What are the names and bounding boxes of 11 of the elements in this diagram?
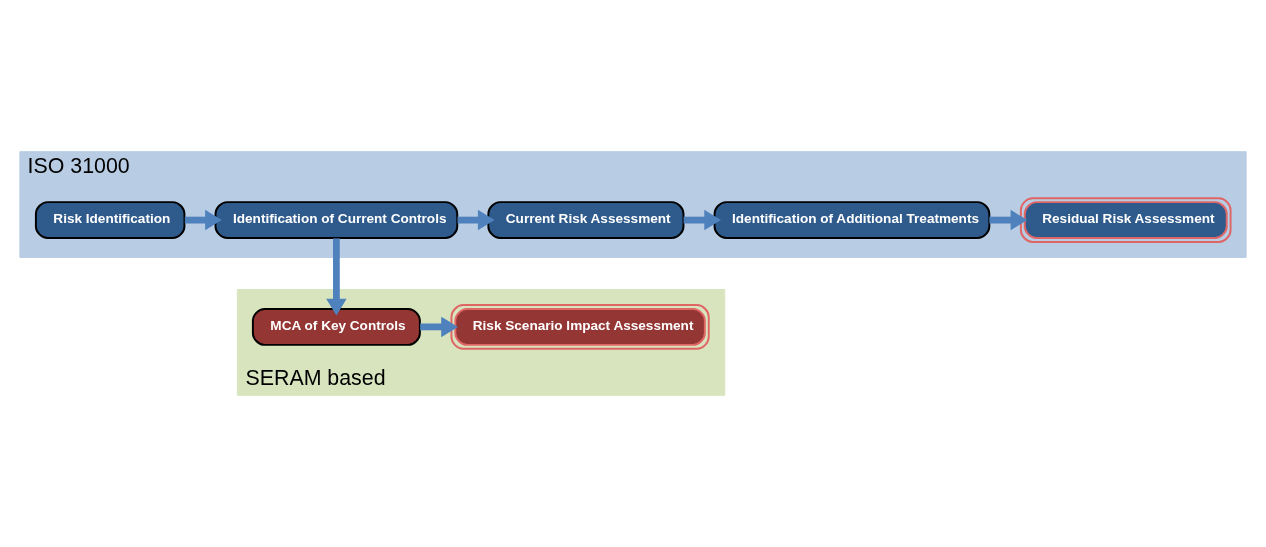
node-box: Identification of Additional Treatments — [713, 201, 991, 240]
node-box: MCA of Key Controls — [251, 307, 421, 346]
arrow — [326, 238, 347, 316]
arrow — [184, 209, 222, 231]
node-box: Identification of Current Controls — [214, 201, 459, 240]
arrow — [420, 316, 458, 338]
arrow — [683, 209, 721, 231]
arrow — [457, 209, 495, 231]
node-box: Risk Identification — [34, 201, 186, 240]
node-box: Current Risk Assessment — [487, 201, 685, 240]
arrow — [989, 209, 1028, 231]
